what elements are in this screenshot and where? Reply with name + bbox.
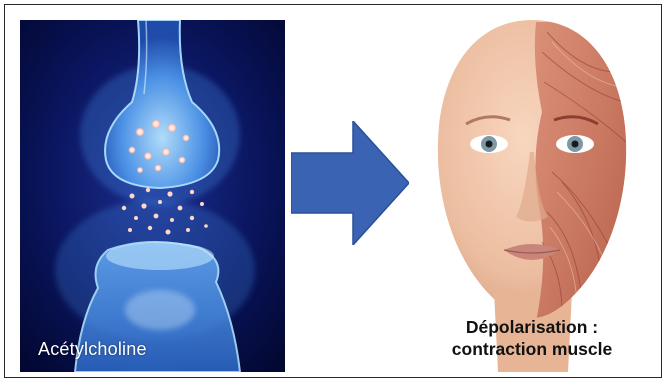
caption-line-2: contraction muscle: [412, 338, 652, 360]
facial-muscles: [535, 22, 628, 322]
caption-line-1: Dépolarisation :: [412, 316, 652, 338]
right-arrow-icon: [291, 121, 409, 245]
depolarisation-caption: Dépolarisation : contraction muscle: [412, 316, 652, 360]
synapse-graphic: [20, 20, 285, 372]
synapse-illustration: Acétylcholine: [20, 20, 285, 372]
acetylcholine-label: Acétylcholine: [38, 339, 147, 360]
